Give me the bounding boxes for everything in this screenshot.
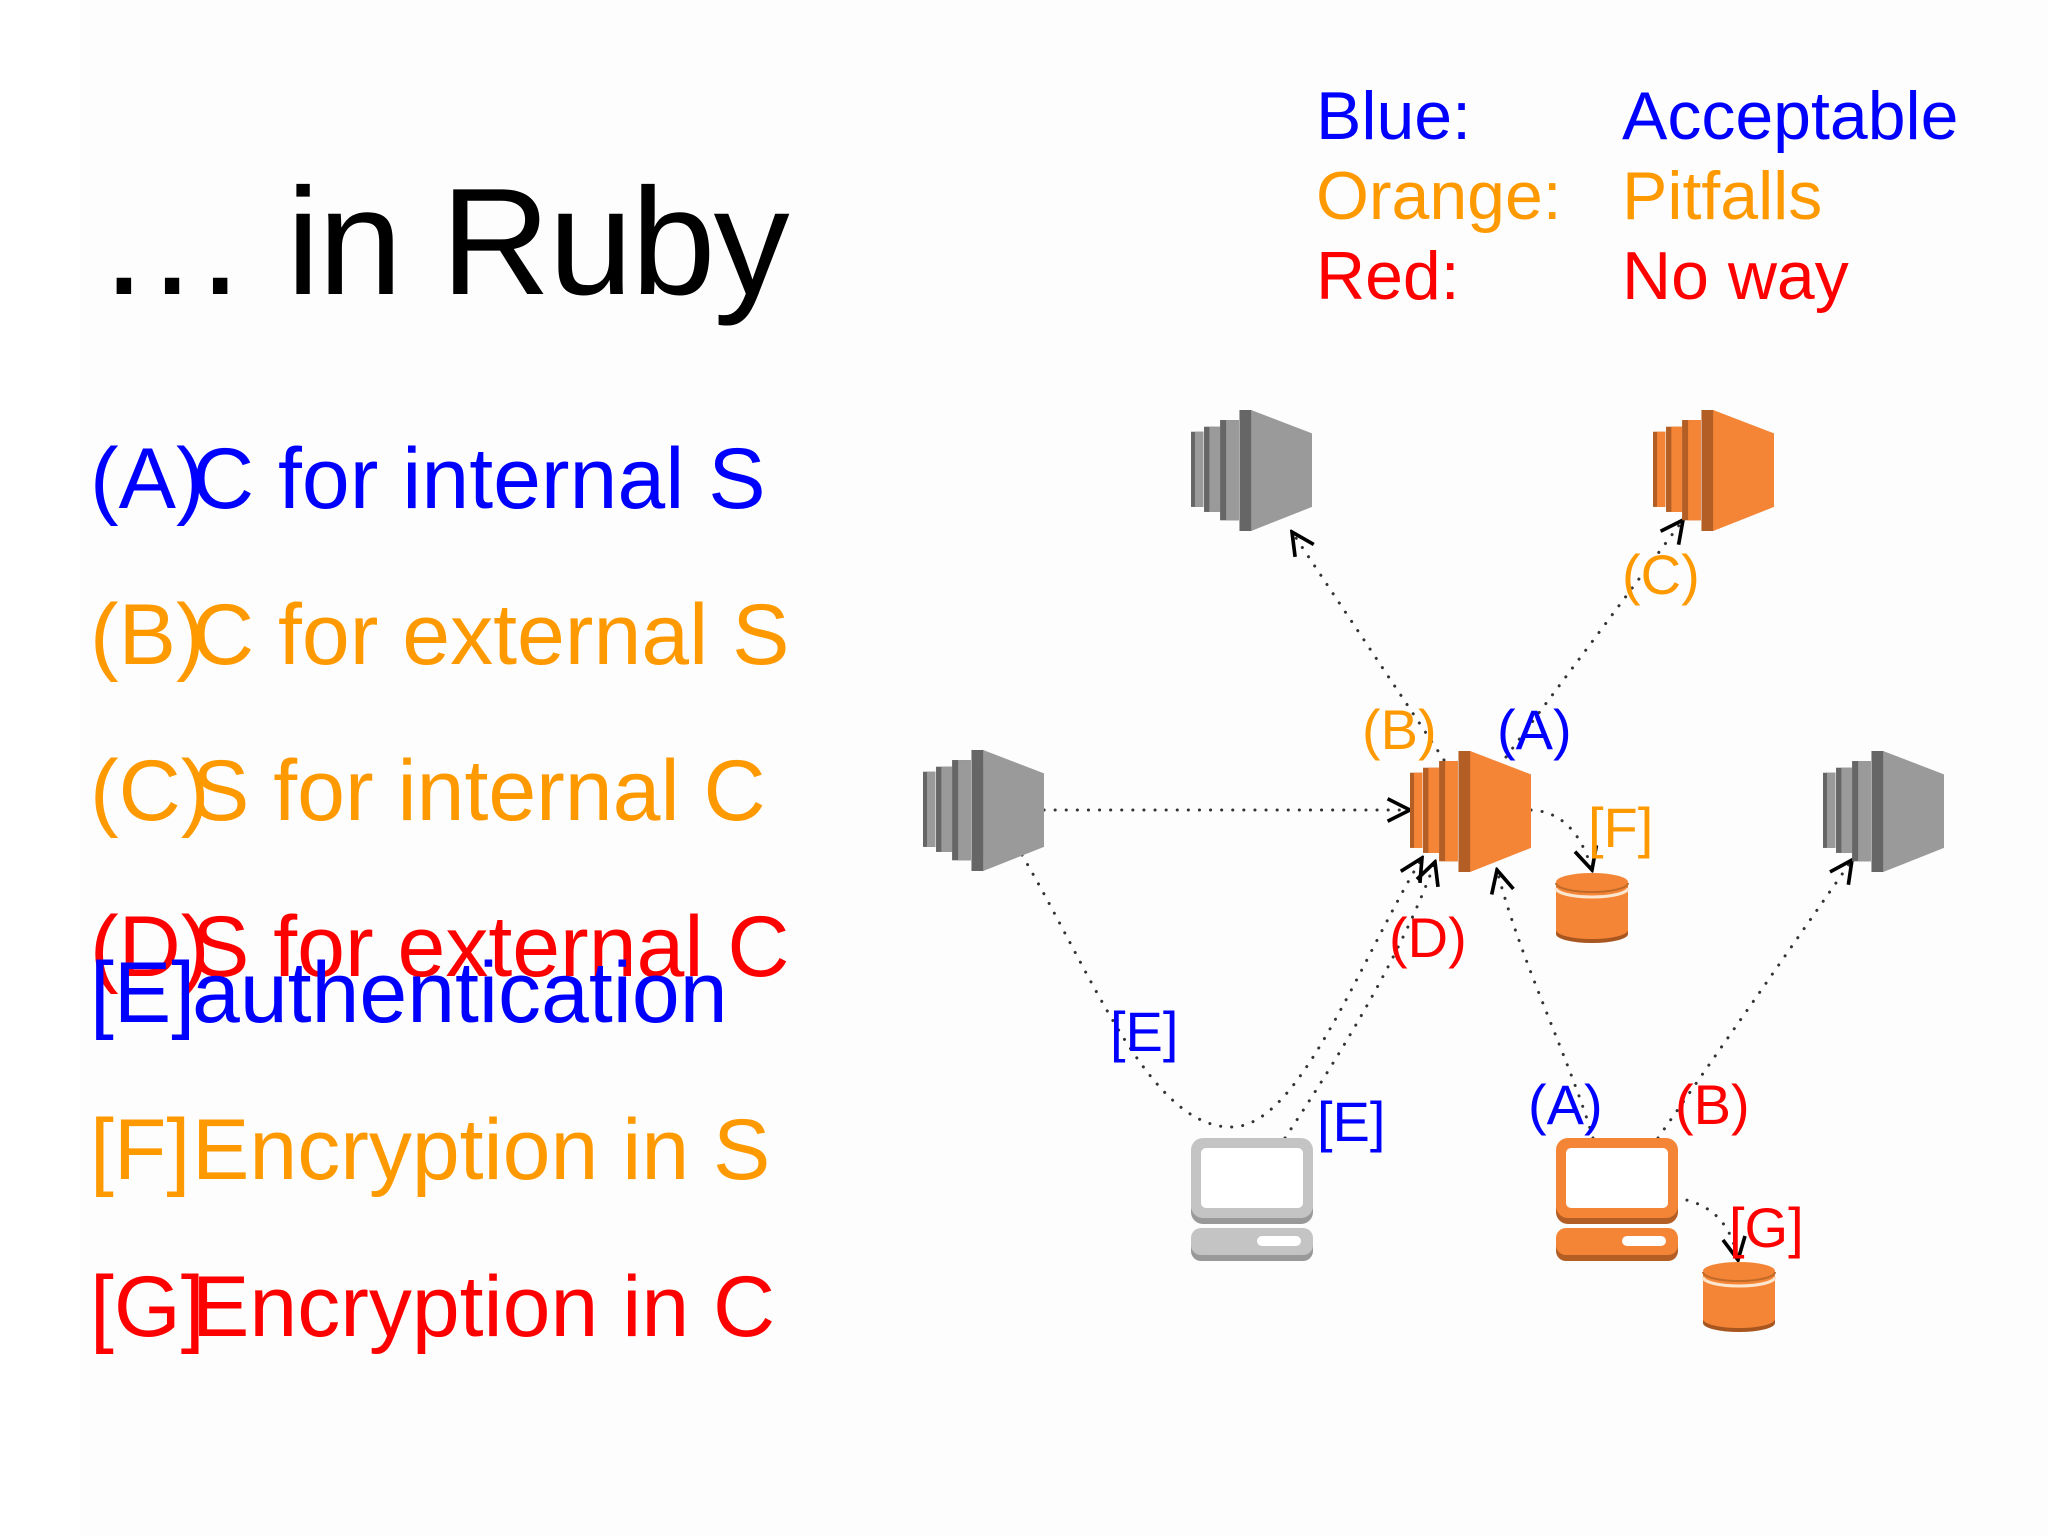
list-item: (D)S for external C bbox=[90, 904, 789, 990]
list-item: [G]Encryption in C bbox=[90, 1264, 775, 1350]
server-icon bbox=[923, 750, 1044, 871]
list-item-tag: (D) bbox=[90, 899, 210, 995]
server-icon bbox=[1191, 410, 1312, 531]
legend-key-red: Red: bbox=[1316, 238, 1460, 314]
server-icon bbox=[1823, 751, 1944, 872]
legend-value-acceptable: Acceptable bbox=[1622, 78, 1959, 154]
edge-gray-client-to-center bbox=[1283, 862, 1435, 1140]
list-item: (A)C for internal S bbox=[90, 436, 766, 522]
edge-center-to-database bbox=[1529, 808, 1592, 870]
legend-key-orange: Orange: bbox=[1316, 158, 1562, 234]
edge-label-b-top: (B) bbox=[1362, 698, 1437, 761]
list-item-text: authentication bbox=[192, 945, 728, 1041]
client-orange bbox=[1556, 1138, 1678, 1261]
edge-orange-client-to-center bbox=[1497, 870, 1595, 1140]
database-client bbox=[1702, 1262, 1776, 1332]
list-item-tag: [F] bbox=[90, 1102, 191, 1198]
list-item-text: C for internal S bbox=[192, 431, 766, 527]
legend-value-no-way: No way bbox=[1622, 238, 1849, 314]
edge-label-d: (D) bbox=[1389, 906, 1467, 969]
list-item: (C)S for internal C bbox=[90, 748, 766, 834]
list-item-text: S for internal C bbox=[192, 743, 766, 839]
list-item-text: S for external C bbox=[192, 899, 790, 995]
edge-label-g: [G] bbox=[1729, 1196, 1804, 1259]
server-left bbox=[923, 750, 1044, 871]
list-item-tag: (A) bbox=[90, 431, 205, 527]
database-icon bbox=[1555, 873, 1629, 943]
server-icon bbox=[1653, 410, 1774, 531]
list-item: [E]authentication bbox=[90, 950, 728, 1036]
client-gray bbox=[1191, 1138, 1313, 1261]
slide-title: … in Ruby bbox=[96, 157, 790, 327]
legend-value-pitfalls: Pitfalls bbox=[1622, 158, 1823, 234]
list-item-tag: [E] bbox=[90, 945, 196, 1041]
edge-label-f: [F] bbox=[1588, 796, 1654, 859]
edge-orange-client-to-right-server bbox=[1656, 860, 1852, 1140]
list-item-tag: (C) bbox=[90, 743, 210, 839]
server-icon bbox=[1410, 751, 1531, 872]
list-item-text: Encryption in C bbox=[192, 1259, 776, 1355]
computer-icon bbox=[1556, 1138, 1678, 1261]
list-item-tag: (B) bbox=[90, 587, 205, 683]
edge-label-e-left: [E] bbox=[1110, 1000, 1179, 1063]
edge-label-e-right: [E] bbox=[1317, 1090, 1386, 1153]
edge-label-c: (C) bbox=[1622, 543, 1700, 606]
edge-label-a-top: (A) bbox=[1497, 698, 1572, 761]
server-center bbox=[1410, 751, 1531, 872]
edge-label-a-bottom: (A) bbox=[1528, 1073, 1603, 1136]
server-right bbox=[1823, 751, 1944, 872]
legend-key-blue: Blue: bbox=[1316, 78, 1471, 154]
computer-icon bbox=[1191, 1138, 1313, 1261]
database-icon bbox=[1702, 1262, 1776, 1332]
server-top-right bbox=[1653, 410, 1774, 531]
list-item: [F]Encryption in S bbox=[90, 1107, 770, 1193]
list-item-text: C for external S bbox=[192, 587, 790, 683]
edge-orange-client-to-database bbox=[1674, 1196, 1738, 1260]
list-item: (B)C for external S bbox=[90, 592, 789, 678]
database-server bbox=[1555, 873, 1629, 943]
edge-left-server-via-client-to-center bbox=[1020, 853, 1422, 1129]
edge-center-to-top-left-server bbox=[1292, 532, 1446, 762]
list-item-text: Encryption in S bbox=[192, 1102, 771, 1198]
edge-label-b-bottom: (B) bbox=[1675, 1073, 1750, 1136]
list-item-tag: [G] bbox=[90, 1259, 205, 1355]
server-top-left bbox=[1191, 410, 1312, 531]
